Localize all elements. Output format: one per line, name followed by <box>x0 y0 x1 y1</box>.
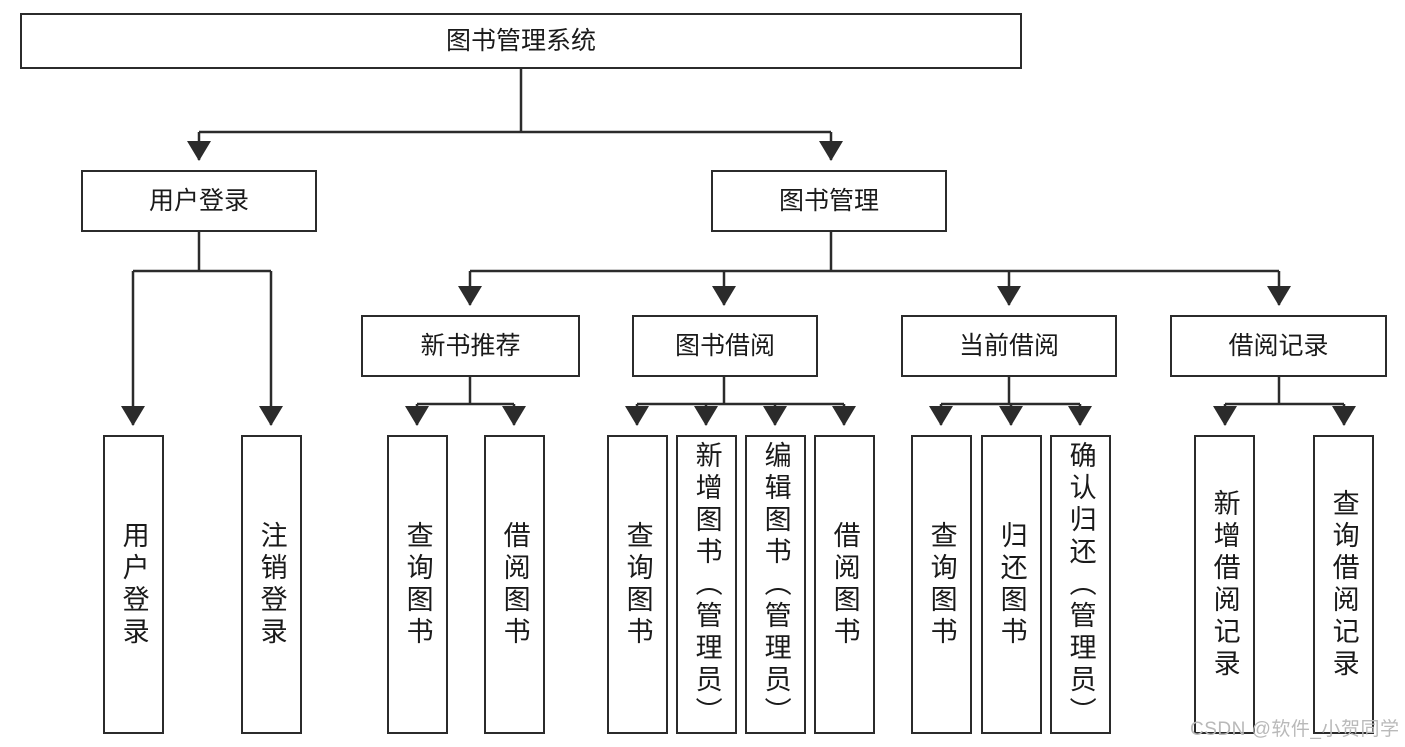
node-root-book-management-system[interactable]: 图书管理系统 <box>20 13 1022 69</box>
node-leaf-borrow-book-1[interactable]: 借阅图书 <box>484 435 545 734</box>
node-leaf-borrow-book-2[interactable]: 借阅图书 <box>814 435 875 734</box>
node-label: 新增借阅记录 <box>1209 488 1240 681</box>
node-leaf-add-book-admin[interactable]: 新增图书（管理员） <box>676 435 737 734</box>
node-label: 借阅记录 <box>1228 331 1329 360</box>
node-leaf-edit-book-admin[interactable]: 编辑图书（管理员） <box>745 435 806 734</box>
node-label: 用户登录 <box>118 520 149 649</box>
node-label: 编辑图书（管理员） <box>760 440 791 729</box>
node-label: 确认归还（管理员） <box>1065 440 1096 729</box>
node-label: 新增图书（管理员） <box>691 440 722 729</box>
node-label: 借阅图书 <box>829 520 860 649</box>
node-label: 当前借阅 <box>958 331 1059 360</box>
node-leaf-query-book-3[interactable]: 查询图书 <box>911 435 972 734</box>
node-label: 图书管理 <box>778 186 879 215</box>
node-leaf-confirm-return-admin[interactable]: 确认归还（管理员） <box>1050 435 1111 734</box>
node-label: 归还图书 <box>996 520 1027 649</box>
node-book-management[interactable]: 图书管理 <box>711 170 947 232</box>
node-label: 借阅图书 <box>499 520 530 649</box>
node-label: 注销登录 <box>256 520 287 649</box>
node-label: 查询图书 <box>622 520 653 649</box>
csdn-watermark: CSDN @软件_小贺同学 <box>1190 719 1400 740</box>
node-book-borrowing[interactable]: 图书借阅 <box>632 315 818 377</box>
node-label: 查询图书 <box>926 520 957 649</box>
node-label: 图书管理系统 <box>445 26 596 55</box>
node-leaf-query-book-1[interactable]: 查询图书 <box>387 435 448 734</box>
node-label: 图书借阅 <box>674 331 775 360</box>
node-label: 用户登录 <box>148 186 249 215</box>
node-leaf-return-book[interactable]: 归还图书 <box>981 435 1042 734</box>
node-user-login[interactable]: 用户登录 <box>81 170 317 232</box>
node-leaf-query-book-2[interactable]: 查询图书 <box>607 435 668 734</box>
node-leaf-add-borrowing-record[interactable]: 新增借阅记录 <box>1194 435 1255 734</box>
node-current-borrowing[interactable]: 当前借阅 <box>901 315 1117 377</box>
node-leaf-query-borrowing-record[interactable]: 查询借阅记录 <box>1313 435 1374 734</box>
node-leaf-logout[interactable]: 注销登录 <box>241 435 302 734</box>
node-label: 查询借阅记录 <box>1328 488 1359 681</box>
node-new-book-recommendation[interactable]: 新书推荐 <box>361 315 580 377</box>
node-label: 新书推荐 <box>420 331 521 360</box>
node-label: 查询图书 <box>402 520 433 649</box>
node-borrowing-records[interactable]: 借阅记录 <box>1170 315 1387 377</box>
node-leaf-user-login[interactable]: 用户登录 <box>103 435 164 734</box>
